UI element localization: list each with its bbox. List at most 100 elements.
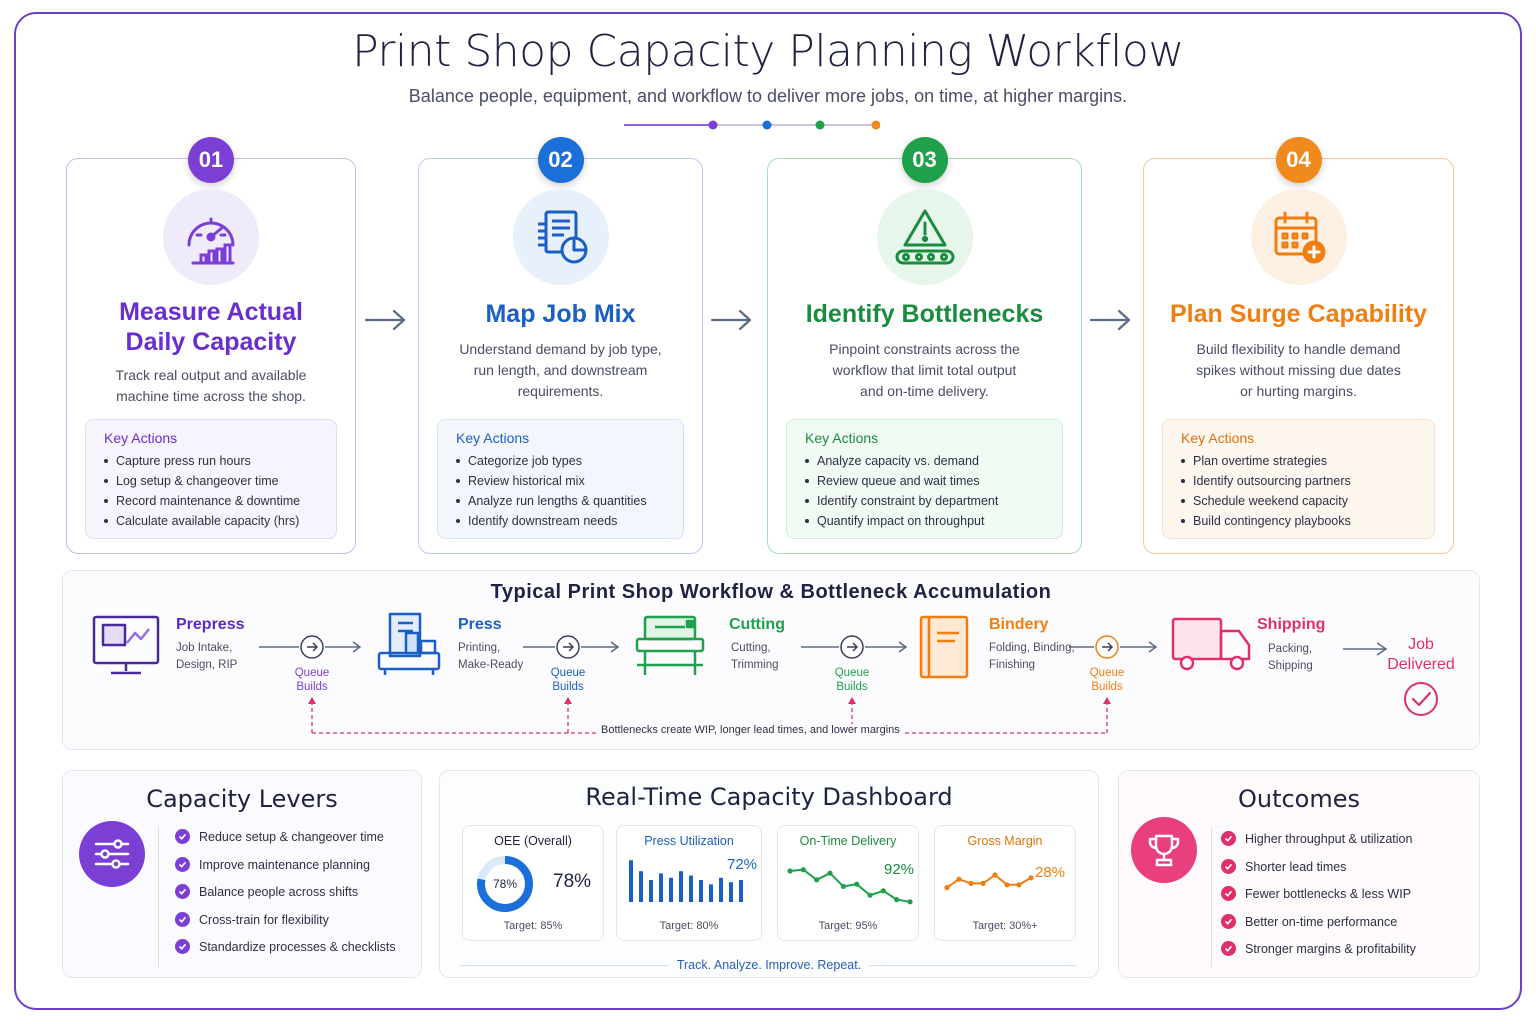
action-item: Analyze run lengths & quantities [456, 491, 665, 511]
step-desc: and on-time delivery. [860, 383, 989, 399]
step-badge: 04 [1275, 137, 1322, 183]
stage-name: Shipping [1257, 616, 1326, 633]
key-actions-box: Key Actions Plan overtime strategies Ide… [1162, 419, 1435, 539]
stage-sub: Packing, [1268, 643, 1313, 655]
series-point [1016, 882, 1022, 888]
action-item: Analyze capacity vs. demand [805, 451, 1044, 471]
series-point [880, 888, 886, 894]
step-title: Plan Surge Capability [1169, 300, 1427, 328]
stage-name: Press [458, 616, 502, 633]
calendar-plus-icon [1250, 189, 1347, 285]
series-point [1004, 882, 1010, 888]
press-bar [709, 884, 713, 902]
step-desc: spikes without missing due dates [1196, 362, 1401, 378]
stage-sub: Folding, Binding, [989, 642, 1075, 654]
queue-icon [840, 635, 864, 659]
step-desc: Pinpoint constraints across the [829, 341, 1020, 357]
outcome-item: Fewer bottlenecks & less WIP [1221, 886, 1416, 914]
action-item: Identify constraint by department [805, 491, 1044, 511]
series-point [854, 881, 860, 887]
capacity-dashboard-panel: Real-Time Capacity Dashboard OEE (Overal… [439, 770, 1099, 978]
delivered-label: Job [1408, 636, 1434, 653]
stage-sub: Design, RIP [176, 659, 238, 671]
queue-icon [556, 635, 580, 659]
dashboard-title: Real-Time Capacity Dashboard [585, 783, 953, 811]
press-bar [719, 877, 723, 902]
action-item: Quantify impact on throughput [805, 511, 1044, 531]
series-point [800, 867, 806, 873]
bottleneck-note: Bottlenecks create WIP, longer lead time… [599, 724, 902, 736]
series-point [968, 880, 974, 886]
queue-label: Builds [1091, 681, 1123, 693]
action-item: Capture press run hours [104, 451, 318, 471]
step-badge: 03 [901, 137, 948, 183]
step-title: Daily Capacity [125, 328, 297, 356]
action-item: Calculate available capacity (hrs) [104, 511, 318, 531]
stage-sub: Make-Ready [458, 659, 524, 671]
step-badge: 01 [188, 137, 234, 183]
outcomes-panel: Outcomes Higher throughput & utilization… [1118, 770, 1480, 978]
action-item: Record maintenance & downtime [104, 491, 318, 511]
outcomes-title: Outcomes [1237, 785, 1361, 813]
kpi-target: Target: 85% [503, 920, 563, 932]
queue-label: Queue [1089, 667, 1125, 679]
action-item: Identify outsourcing partners [1181, 471, 1416, 491]
stage-sub: Job Intake, [176, 642, 233, 654]
series-point [867, 892, 873, 898]
lever-item: Reduce setup & changeover time [175, 829, 396, 857]
queue-label: Queue [294, 667, 330, 679]
kpi-target: Target: 30%+ [972, 920, 1038, 932]
printing-press-icon [377, 612, 441, 675]
kpi-target: Target: 80% [659, 920, 719, 932]
step-desc: Build flexibility to handle demand [1196, 341, 1401, 357]
book-icon [919, 615, 969, 679]
key-actions-title: Key Actions [104, 430, 178, 446]
check-circle-icon [1404, 682, 1438, 716]
key-actions-title: Key Actions [1181, 430, 1255, 446]
press-bar [739, 880, 743, 902]
series-point [894, 897, 900, 903]
step-desc: workflow that limit total output [832, 362, 1017, 378]
kpi-oee: OEE (Overall) 78% 78% Target: 85% [462, 825, 604, 941]
levers-title: Capacity Levers [146, 785, 338, 813]
stage-name: Bindery [989, 616, 1049, 633]
lever-item: Balance people across shifts [175, 884, 396, 912]
arrow-right-icon [1089, 309, 1131, 331]
oee-donut-label: 78% [493, 877, 517, 891]
warning-conveyor-icon [876, 189, 973, 285]
oee-donut: 78% [477, 856, 533, 912]
stage-sub: Cutting, [731, 642, 771, 654]
job-documents-icon [512, 189, 609, 285]
lever-item: Standardize processes & checklists [175, 939, 396, 967]
press-bar [729, 882, 733, 902]
key-actions-title: Key Actions [805, 430, 879, 446]
trophy-icon [1131, 817, 1197, 883]
progress-dots [624, 120, 880, 130]
action-item: Plan overtime strategies [1181, 451, 1416, 471]
action-item: Review queue and wait times [805, 471, 1044, 491]
kpi-value: 92% [884, 861, 915, 878]
stage-sub: Printing, [458, 642, 501, 654]
stage-sub: Finishing [989, 659, 1036, 671]
workflow-strip: Typical Print Shop Workflow & Bottleneck… [62, 570, 1480, 750]
press-bar-chart [629, 860, 743, 902]
kpi-press-utilization: Press Utilization 72% Target: 80% [616, 825, 762, 941]
step-badge: 02 [537, 137, 584, 183]
step-card-map-job-mix: 02 Map Job Mix Understand demand by job … [418, 137, 703, 554]
stage-name: Prepress [176, 616, 245, 633]
margin-line-chart [944, 872, 1034, 891]
series-point [1028, 875, 1034, 881]
lever-item: Cross-train for flexibility [175, 911, 396, 940]
series-line [789, 868, 911, 903]
stage-name: Cutting [729, 616, 785, 633]
series-point [992, 872, 998, 878]
gauge-icon [163, 189, 259, 285]
press-bar [679, 871, 683, 902]
outcome-item: Shorter lead times [1221, 858, 1416, 887]
delivered-label: Delivered [1387, 656, 1455, 673]
key-actions-box: Key Actions Capture press run hours Log … [85, 419, 337, 539]
queue-label: Queue [834, 667, 870, 679]
lever-item: Improve maintenance planning [175, 856, 396, 885]
stage-sub: Shipping [1268, 660, 1313, 672]
press-bar [649, 880, 653, 902]
